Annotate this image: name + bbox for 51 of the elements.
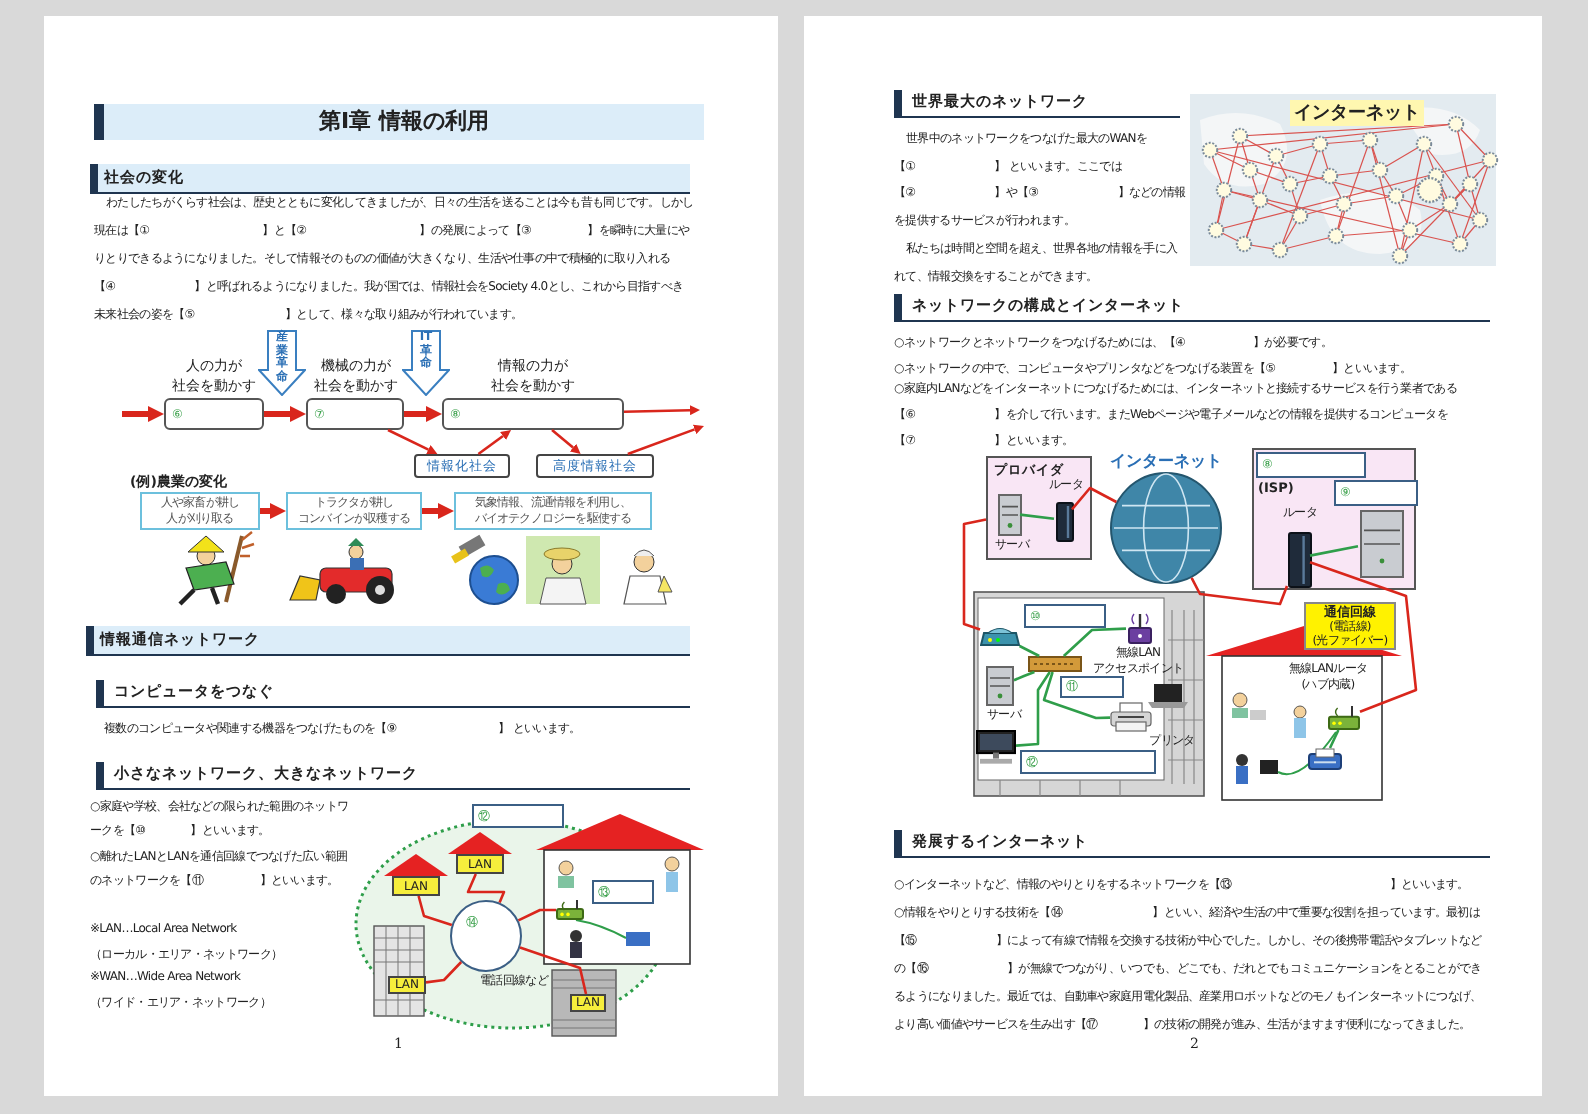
arrow	[264, 406, 306, 422]
cable-line	[1190, 577, 1289, 606]
cable-line	[1062, 627, 1127, 657]
cable-line	[1309, 544, 1359, 557]
answer-box	[1256, 452, 1366, 478]
arrow	[627, 424, 704, 456]
arrow	[477, 430, 512, 456]
arrow	[623, 405, 700, 416]
cable-line	[417, 895, 453, 927]
globe-label: インターネット	[1108, 450, 1224, 472]
society-box	[414, 454, 510, 478]
block-arrow	[402, 330, 450, 396]
shaded-panel	[986, 456, 1092, 560]
example-box	[140, 492, 260, 530]
cable-line	[1309, 560, 1418, 713]
society-box	[536, 454, 654, 478]
cable-line	[1019, 644, 1040, 658]
cable-line	[517, 908, 556, 922]
arrow	[422, 503, 454, 519]
cable-line	[1013, 670, 1035, 682]
cable-line	[962, 518, 987, 631]
arrow	[122, 406, 164, 422]
map-label: インターネット	[1290, 100, 1424, 126]
shaded-panel	[1252, 448, 1416, 590]
arrow	[404, 406, 442, 422]
cable-line	[425, 961, 463, 984]
answer-box	[1334, 480, 1418, 506]
lan-box	[456, 854, 504, 874]
cable-line	[466, 873, 506, 904]
callout-box	[1304, 602, 1396, 650]
example-box	[286, 492, 422, 530]
lan-box	[570, 994, 606, 1012]
example-box	[454, 492, 652, 530]
answer-box	[1024, 604, 1106, 628]
answer-box	[1020, 750, 1156, 774]
lan-box	[388, 976, 426, 994]
answer-box	[1060, 676, 1124, 698]
answer-box	[592, 880, 654, 904]
arrow	[260, 503, 286, 519]
cable-line	[1019, 513, 1055, 521]
cable-line	[519, 946, 588, 995]
lan-box	[392, 876, 440, 896]
cable-line	[1328, 729, 1340, 749]
cable-line	[1042, 671, 1111, 720]
block-arrow	[258, 330, 306, 396]
cable-line	[1071, 486, 1117, 511]
chapter-title: 第I章 情報の利用	[94, 104, 704, 140]
answer-box	[472, 804, 564, 828]
arrow	[551, 429, 581, 454]
arrow	[387, 428, 438, 455]
cable-line	[1015, 671, 1051, 747]
